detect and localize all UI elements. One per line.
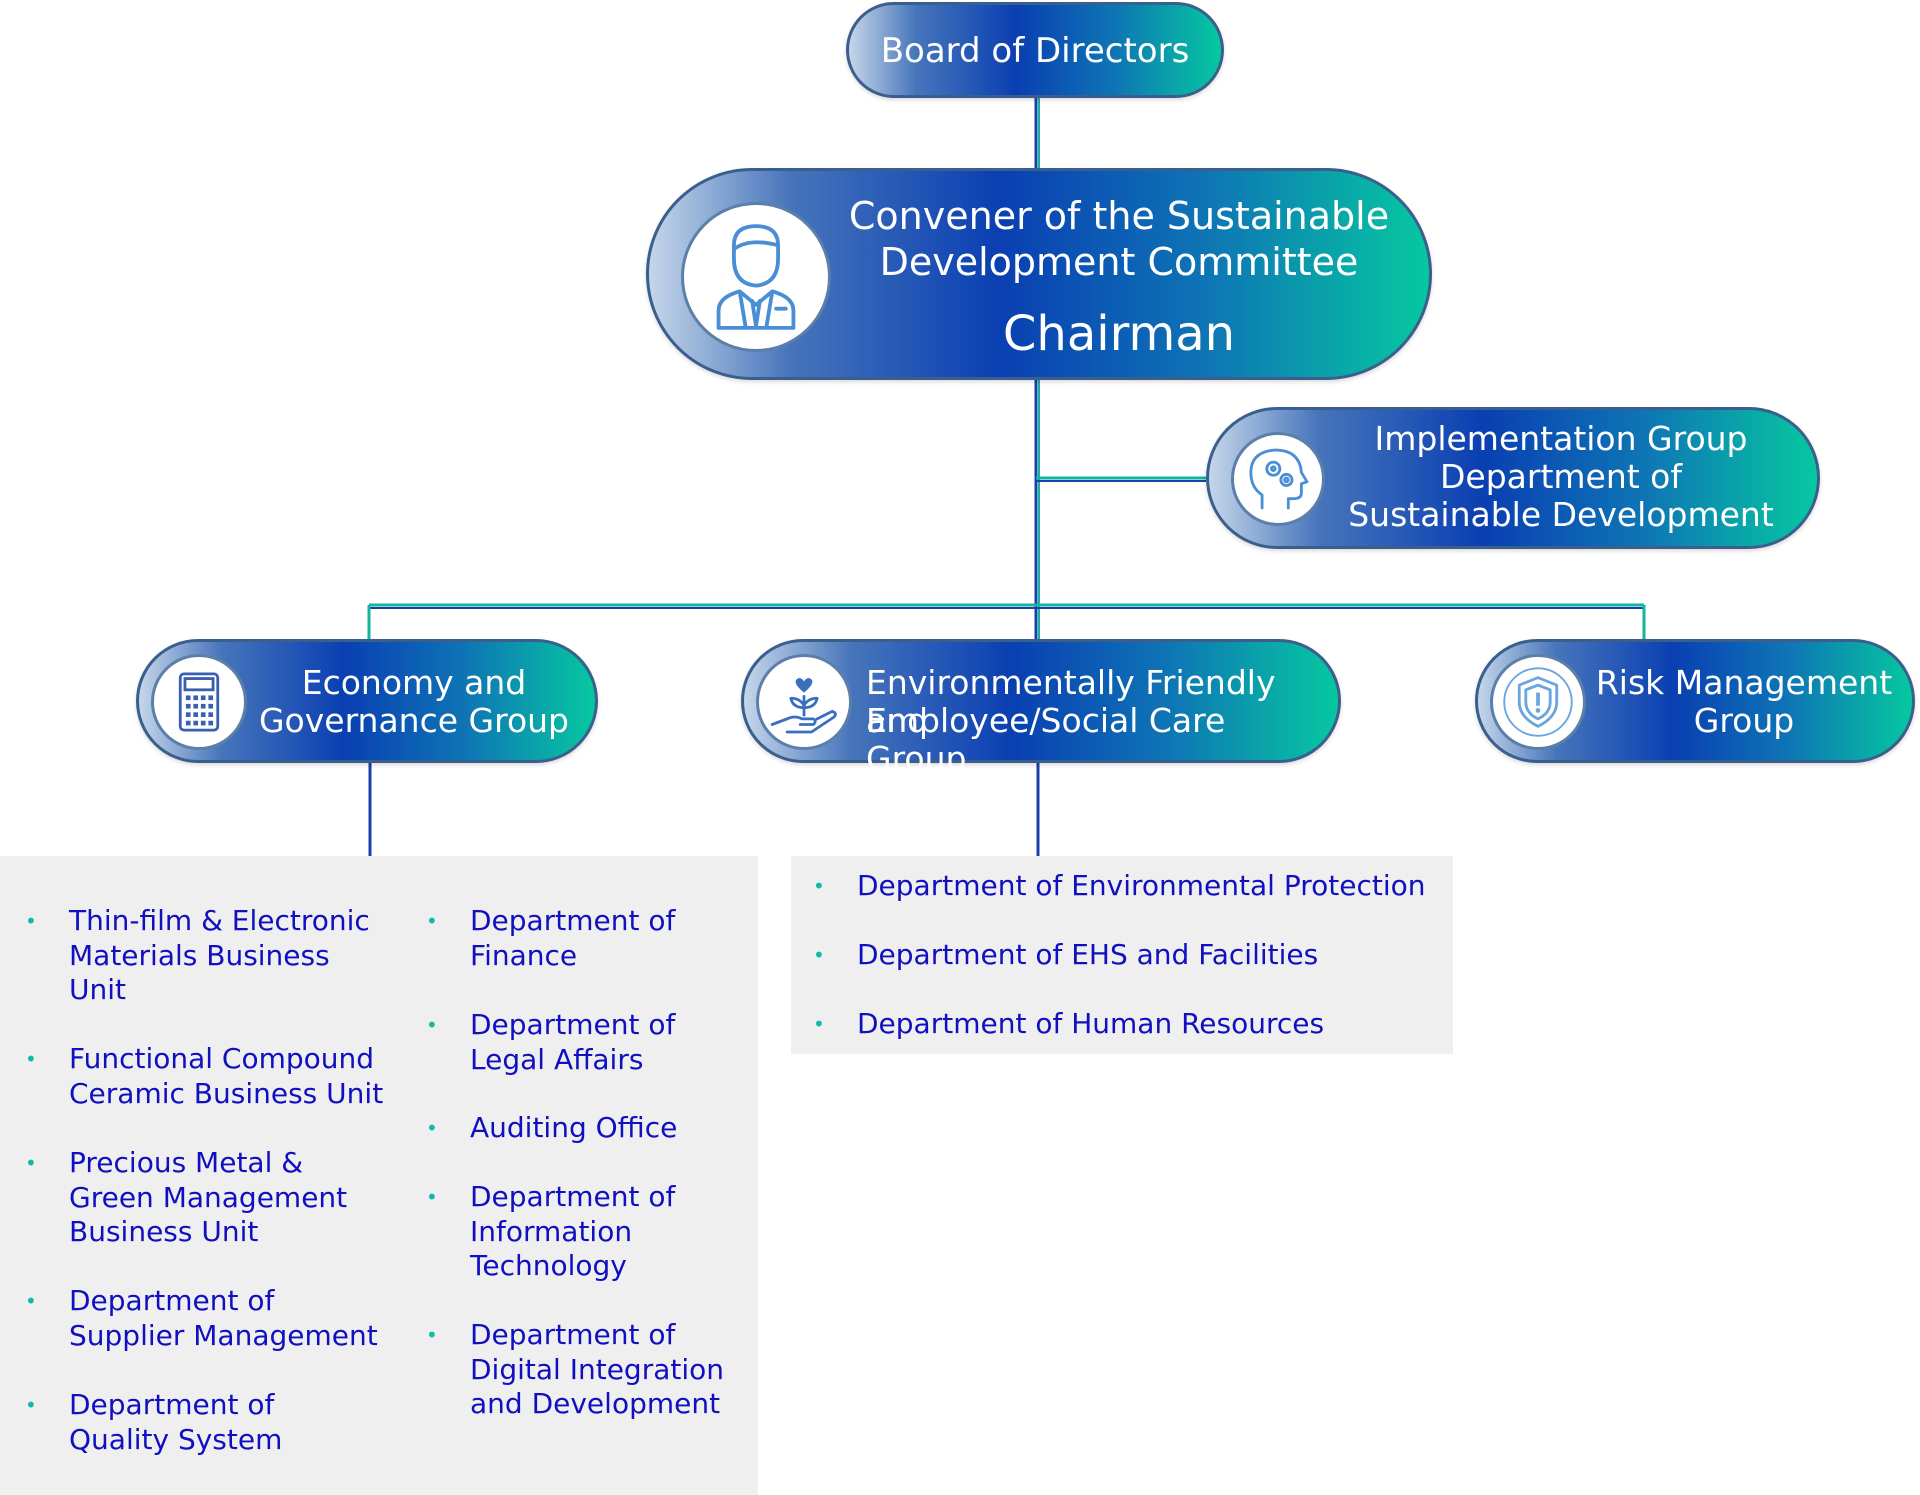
economy-icon-circle [151,654,247,750]
convener-title-line2: Development Committee [879,240,1359,284]
risk-icon-circle [1490,654,1586,750]
board-label: Board of Directors [880,31,1190,71]
bullet-icon: • [426,909,438,933]
implementation-line2: Department of [1440,457,1682,496]
convener-box: Convener of the Sustainable Development … [646,168,1432,380]
convener-title-line1: Convener of the Sustainable [848,194,1390,238]
department-item: • Department of Digital Integration and … [426,1318,724,1420]
bullet-icon: • [426,1116,438,1140]
bullet-icon: • [25,1289,37,1313]
bullet-icon: • [813,943,825,967]
risk-line2: Group [1693,701,1795,740]
department-item: • Department of EHS and Facilities [813,938,1319,971]
environment-line2: Employee/Social Care Group [866,701,1226,778]
risk-management-group-box: Risk Management Group [1475,639,1915,763]
bullet-icon: • [25,1047,37,1071]
department-item: • Department of Environmental Protection [813,869,1426,902]
department-item: • Department of Quality System [25,1388,283,1456]
convener-icon-circle [681,202,831,352]
department-item: • Department of Finance [426,904,676,972]
implementation-icon-circle [1231,432,1325,526]
bullet-icon: • [426,1323,438,1347]
bullet-icon: • [813,874,825,898]
head-gears-icon [1249,448,1309,510]
economy-line1: Economy and [301,663,527,702]
shield-icon [1503,667,1573,737]
bullet-icon: • [813,1012,825,1036]
economy-governance-group-box: Economy and Governance Group [136,639,598,763]
environment-icon-circle [756,654,852,750]
board-of-directors-box: Board of Directors [846,2,1224,98]
bullet-icon: • [25,1151,37,1175]
department-item: • Department of Information Technology [426,1180,676,1282]
department-item: • Precious Metal & Green Management Busi… [25,1146,348,1248]
economy-line2: Governance Group [258,701,570,740]
department-item: • Department of Human Resources [813,1007,1325,1040]
bullet-icon: • [426,1185,438,1209]
bullet-icon: • [25,909,37,933]
environment-departments-panel [791,856,1453,1054]
environment-line1: Environmentally Friendly and [866,663,1276,740]
economy-departments-panel [0,856,758,1495]
convener-role: Chairman [1002,306,1236,362]
department-item: • Thin-film & Electronic Materials Busin… [25,904,370,1006]
bullet-icon: • [25,1393,37,1417]
department-item: • Functional Compound Ceramic Business U… [25,1042,384,1110]
implementation-line3: Sustainable Development [1348,495,1774,534]
calculator-icon [178,672,220,732]
risk-line1: Risk Management [1595,663,1893,702]
department-item: • Auditing Office [426,1111,678,1144]
department-item: • Department of Legal Affairs [426,1008,676,1076]
implementation-group-box: Implementation Group Department of Susta… [1206,407,1820,549]
hand-plant-icon [770,678,837,734]
department-item: • Department of Supplier Management [25,1284,378,1352]
person-icon [716,224,796,330]
bullet-icon: • [426,1013,438,1037]
implementation-line1: Implementation Group [1374,419,1748,458]
environment-social-group-box: Environmentally Friendly and Employee/So… [741,639,1341,777]
